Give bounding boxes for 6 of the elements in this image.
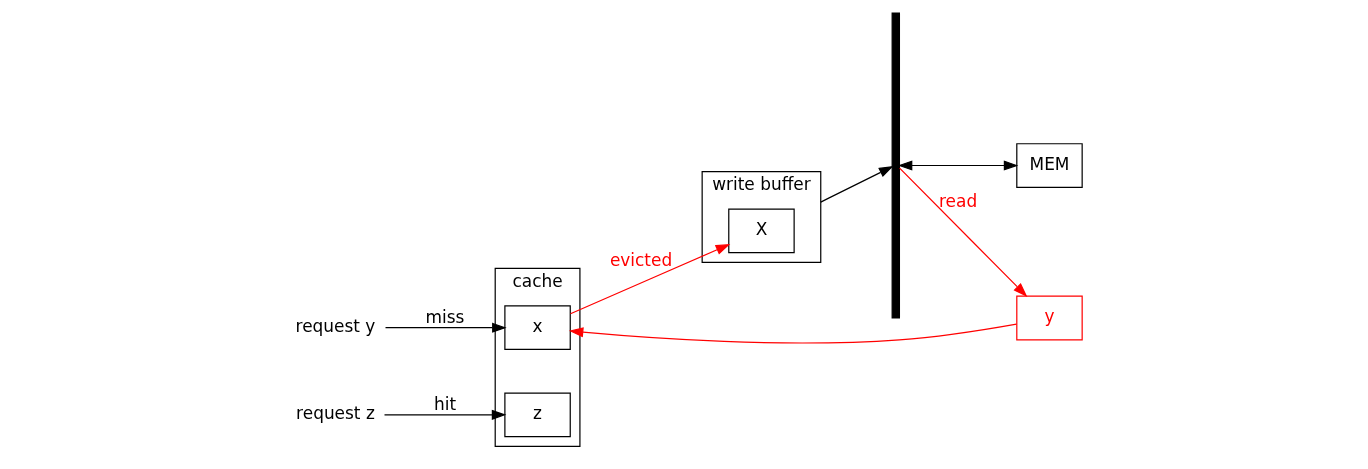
edge-label: hit	[433, 394, 457, 415]
edge-label: miss	[425, 307, 465, 328]
node-text: request y	[295, 316, 376, 337]
edge-label: evicted	[609, 250, 673, 271]
node-text: request z	[296, 403, 375, 424]
edge-label: read	[939, 190, 978, 211]
